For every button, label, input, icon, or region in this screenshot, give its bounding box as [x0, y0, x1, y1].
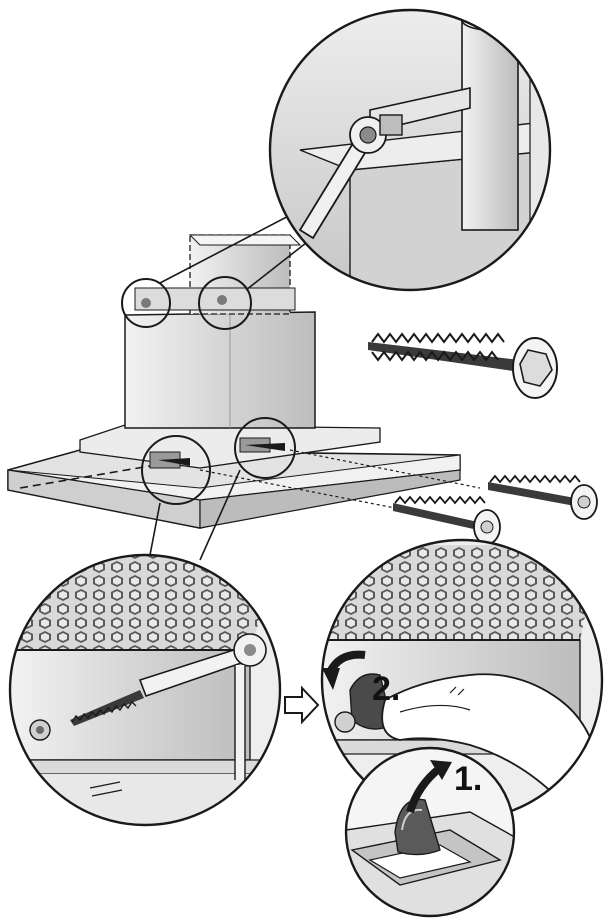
- step-label-1: 1.: [454, 760, 482, 798]
- screw-icon: [393, 495, 501, 545]
- callout-circle-top-left: [121, 278, 171, 328]
- callout-circle-bottom-left: [141, 435, 211, 505]
- hollow-right-arrow-icon: [284, 685, 320, 725]
- curved-arrow-icon: [322, 650, 366, 690]
- wrench-icon: [298, 114, 403, 240]
- hood-assembly: [7, 234, 481, 529]
- step-label-2: 2.: [372, 670, 400, 708]
- detail-top-bracket: [268, 8, 552, 292]
- detail-canopy-screw: [8, 553, 282, 827]
- detail-clip-release: 2.: [320, 538, 604, 822]
- screw-hole: [141, 298, 151, 308]
- callout-circle-top-right: [198, 276, 252, 330]
- screw-icon: [488, 474, 598, 520]
- detail-clip-lift: 1.: [344, 746, 516, 918]
- wrench-icon: [138, 633, 267, 780]
- screw-icon: [368, 332, 558, 399]
- curved-arrow-icon: [406, 760, 452, 814]
- callout-circle-bottom-right: [234, 417, 296, 479]
- screw-hole: [217, 295, 227, 305]
